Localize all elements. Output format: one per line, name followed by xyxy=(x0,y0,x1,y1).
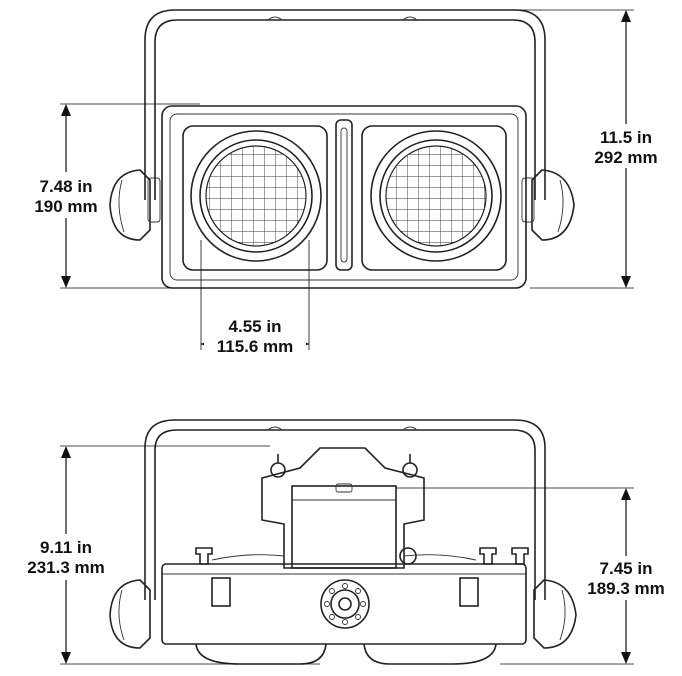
front-body xyxy=(161,105,527,289)
head-assembly xyxy=(261,447,425,569)
side-left-handle xyxy=(109,579,151,649)
side-base-body xyxy=(161,563,527,665)
height-mm-label: 292 mm xyxy=(594,148,657,167)
front-left-handle xyxy=(109,169,161,241)
dimension-body-height: 7.48 in 190 mm xyxy=(24,103,200,289)
height-in-label: 11.5 in xyxy=(600,128,652,147)
lens-width-mm-label: 115.6 mm xyxy=(217,337,294,356)
front-yoke xyxy=(144,9,546,200)
body-height-in-label: 7.48 in xyxy=(40,177,93,196)
side-yoke xyxy=(144,419,546,600)
front-view: 11.5 in 292 mm 7.48 in 190 mm 4.55 in 11… xyxy=(24,9,672,356)
side-view: 9.11 in 231.3 mm 7.45 in 189.3 mm xyxy=(16,419,678,665)
dimension-height: 11.5 in 292 mm xyxy=(520,9,672,289)
body-height-mm-label: 190 mm xyxy=(34,197,97,216)
dimension-partial-height: 7.45 in 189.3 mm xyxy=(396,487,678,665)
dimension-total-height: 9.11 in 231.3 mm xyxy=(16,445,320,665)
side-posts xyxy=(195,547,529,565)
total-height-mm-label: 231.3 mm xyxy=(27,558,105,577)
front-right-handle xyxy=(521,169,575,241)
partial-height-mm-label: 189.3 mm xyxy=(587,579,665,598)
lens-width-in-label: 4.55 in xyxy=(229,317,282,336)
dimension-lens-width: 4.55 in 115.6 mm xyxy=(200,240,310,356)
side-right-handle xyxy=(533,579,577,649)
partial-height-in-label: 7.45 in xyxy=(600,559,653,578)
total-height-in-label: 9.11 in xyxy=(40,538,92,557)
